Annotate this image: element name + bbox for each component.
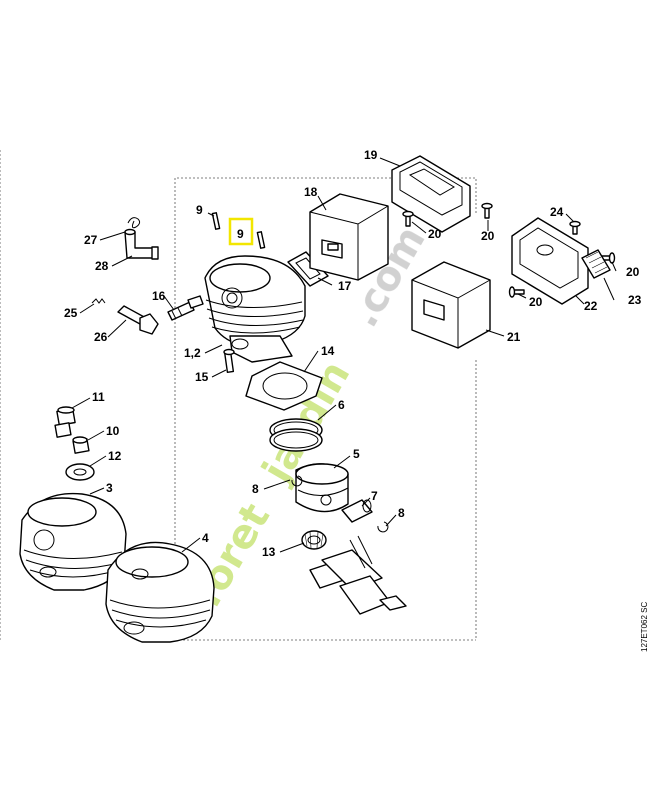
callout-6: 6 — [338, 398, 345, 412]
callout-27: 27 — [84, 233, 98, 247]
part-20-screw-b — [481, 202, 493, 219]
callout-9a: 9 — [196, 203, 203, 217]
figure-reference-code: 127ET062 SC — [640, 602, 649, 652]
callout-4: 4 — [202, 531, 209, 545]
callout-20d: 20 — [626, 265, 640, 279]
part-17-gasket — [287, 251, 329, 287]
part-8-circlip-a — [291, 475, 303, 487]
leader-lines — [71, 157, 617, 553]
part-9-stud — [211, 212, 221, 230]
callout-14: 14 — [321, 344, 335, 358]
part-20-screw-a — [402, 210, 414, 227]
part-21-muffler-body — [411, 261, 491, 349]
callout-9b: 9 — [237, 227, 244, 241]
callout-20b: 20 — [481, 229, 495, 243]
part-18-muffler-housing — [309, 193, 389, 281]
callout-10: 10 — [106, 424, 120, 438]
part-5-piston — [295, 463, 349, 513]
part-9-stud-highlighted — [256, 231, 266, 249]
part-19-muffler-cover — [391, 155, 471, 233]
callout-12: 12 — [108, 449, 122, 463]
part-16-spark-plug — [167, 295, 204, 321]
part-12-washer — [65, 463, 95, 481]
callout-8a: 8 — [252, 482, 259, 496]
part-26-decomp-valve — [117, 305, 159, 335]
callout-15: 15 — [195, 370, 209, 384]
part-11-fitting — [54, 406, 76, 438]
callout-18: 18 — [304, 185, 318, 199]
part-13-needle-cage — [301, 530, 327, 550]
callout-24: 24 — [550, 205, 564, 219]
part-8-circlip-b — [377, 521, 389, 533]
callout-8b: 8 — [398, 506, 405, 520]
part-25-spring — [91, 298, 106, 304]
part-7-piston-pin — [341, 499, 373, 523]
part-24-screw — [569, 220, 581, 235]
callout-16: 16 — [152, 289, 166, 303]
callout-1-2: 1,2 — [184, 346, 201, 360]
part-14-base-gasket — [245, 361, 323, 411]
callout-13: 13 — [262, 545, 276, 559]
part-22-muffler-frame — [511, 217, 589, 305]
callout-20a: 20 — [428, 227, 442, 241]
part-1-2-cylinder — [204, 255, 306, 363]
part-4-cylinder-alt — [105, 541, 215, 643]
part-10-plug — [72, 436, 90, 454]
callout-17: 17 — [338, 279, 352, 293]
callout-7: 7 — [371, 489, 378, 503]
callout-20c: 20 — [529, 295, 543, 309]
callout-22: 22 — [584, 299, 598, 313]
callout-25: 25 — [64, 306, 78, 320]
callout-28: 28 — [95, 259, 109, 273]
part-15-screw — [223, 348, 235, 374]
callout-21: 21 — [507, 330, 521, 344]
callout-3: 3 — [106, 481, 113, 495]
part-28-elbow-fitting — [124, 228, 159, 260]
callout-9-highlight-box — [228, 217, 254, 246]
callout-26: 26 — [94, 330, 108, 344]
part-3-cylinder-alt — [19, 492, 127, 591]
callout-23: 23 — [628, 293, 642, 307]
callout-5: 5 — [353, 447, 360, 461]
part-6-piston-rings — [269, 418, 323, 452]
callout-19: 19 — [364, 148, 378, 162]
part-27-spring-clip — [127, 217, 141, 229]
part-23-spark-screen — [581, 249, 611, 279]
assembly-group-frame — [174, 177, 477, 640]
crankshaft — [309, 535, 407, 615]
callout-11: 11 — [92, 390, 105, 404]
